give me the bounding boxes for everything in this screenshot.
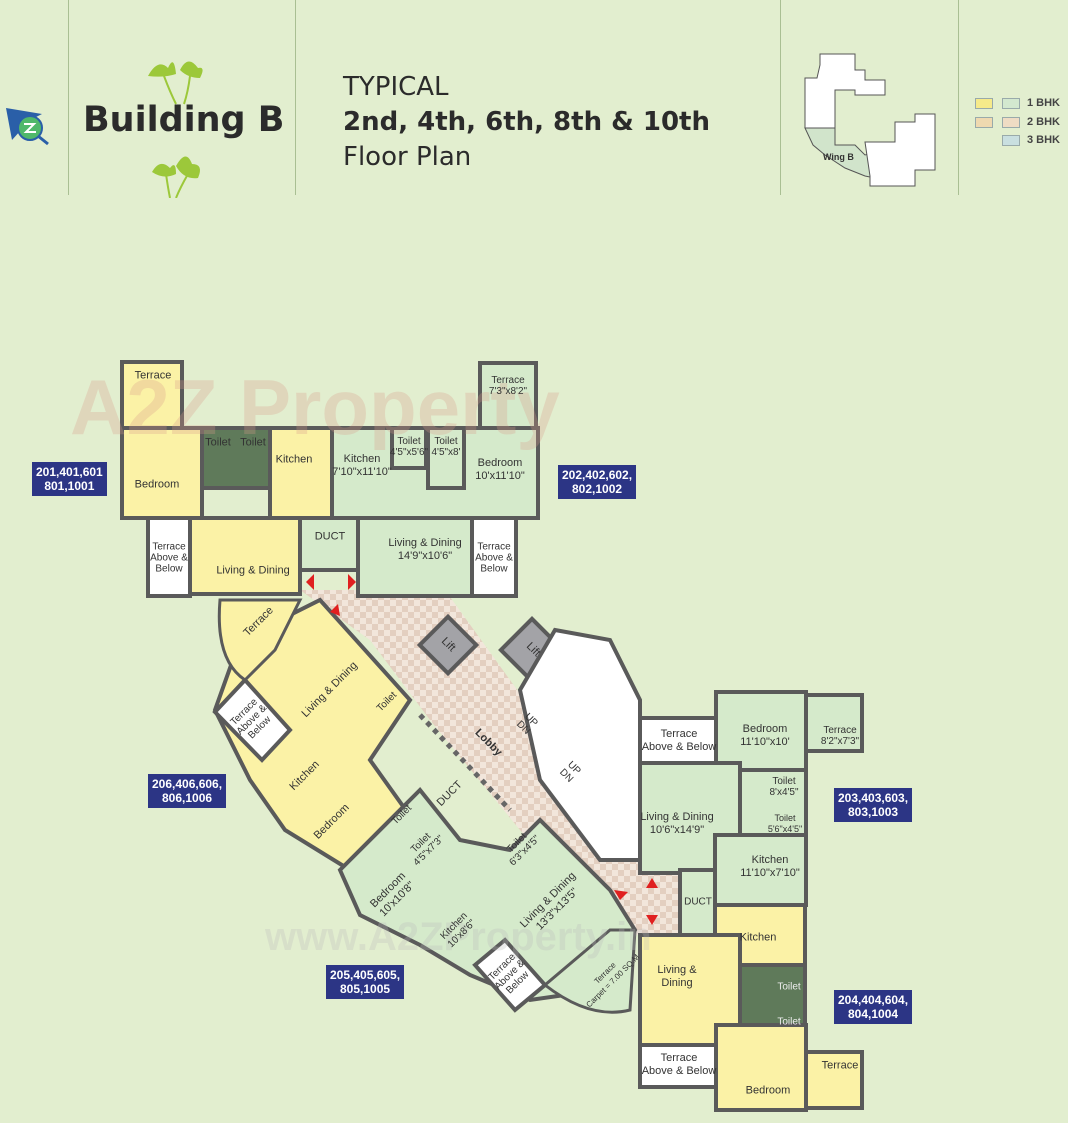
duct-label: DUCT [684,896,712,908]
room-label: Toilet 4'5"x5'6" [389,436,429,458]
room-label: Kitchen 7'10"x11'10" [332,453,392,478]
lobby-floor [300,590,680,935]
divider [780,0,781,195]
unit-201-living [188,516,302,596]
room-label: Bedroom 10'x11'10" [475,457,525,482]
room-label: Toilet 4'5"x8' [431,436,461,458]
subtitle-floor-plan: Floor Plan [343,142,472,172]
divider [295,0,296,195]
room-label: Terrace Above & Below [641,728,717,753]
subtitle-floors: 2nd, 4th, 6th, 8th & 10th [343,107,710,137]
duct-top [298,516,360,572]
room-label: Living & Dining [216,564,290,577]
room-label: Bedroom 11'10"x10' [740,723,790,748]
unit-204-terrace-above-below [638,1043,718,1089]
compass-north-icon [6,108,49,146]
unit-202-toilet2 [426,426,466,490]
room-label: Terrace [134,369,172,382]
room-label: Terrace Above & Below [641,1052,717,1077]
room-label: Toilet [777,981,801,993]
legend-swatch [1002,117,1020,128]
lobby-dotted-line [418,713,512,812]
unit-202-terrace [478,361,538,430]
room-label: Bedroom [745,1084,791,1097]
legend-swatch [975,98,993,109]
room-label: Kitchen 11'10"x7'10" [740,854,800,879]
room-label: Living & Dining [657,964,697,989]
room-label: Toilet [240,436,266,449]
unit-flag-203: 203,403,603, 803,1003 [834,788,913,822]
room-label: Terrace 7'3"x8'2" [488,375,528,397]
leaf-ornament-icon [148,61,203,198]
unit-202-terrace-above-below [470,516,518,598]
room-label: Terrace Above & Below [150,541,188,575]
room-label: Terrace Above & Below [475,541,513,575]
unit-206-terrace-above-below [212,677,293,763]
legend-label-1bhk: 1 BHK [1027,97,1061,109]
room-label: Toilet 5'6"x4'5" [767,813,803,834]
room-label: Bedroom [134,478,180,491]
legend-swatch [975,117,993,128]
staircase [517,627,642,862]
room-label: Toilet 8'x4'5" [769,776,799,798]
unit-204-terrace [804,1050,864,1110]
room-label: Terrace [821,1059,859,1072]
key-plan: Wing B [804,53,936,187]
divider [958,0,959,195]
page-title: Building B [83,100,285,140]
unit-203-terrace [804,693,864,753]
unit-flag-202: 202,402,602, 802,1002 [558,465,637,499]
room-label: Toilet [777,1016,801,1028]
unit-201-terrace-above-below [146,516,192,598]
unit-201-bedroom [120,426,204,520]
unit-206-curved-terrace [217,598,303,682]
duct-label: DUCT [314,530,346,543]
room-label: Toilet [205,436,231,449]
entry-arrows [306,574,658,925]
unit-205-curved-terrace [542,928,637,1014]
legend-swatch [1002,135,1020,146]
subtitle-typical: TYPICAL [343,72,449,102]
unit-flag-205: 205,405,605, 805,1005 [326,965,405,999]
unit-203-wet [738,768,808,837]
unit-201-toilets [200,426,272,490]
lift-1 [416,613,480,677]
legend-swatch [1002,98,1020,109]
unit-flag-206: 206,406,606, 806,1006 [148,774,227,808]
legend-label-3bhk: 3 BHK [1027,134,1061,146]
legend-label-2bhk: 2 BHK [1027,116,1061,128]
divider [68,0,69,195]
unit-204-toilets [738,963,807,1027]
room-label: Kitchen [739,931,777,944]
room-label: Kitchen [275,453,313,466]
room-label: Living & Dining 10'6"x14'9" [640,811,714,836]
key-plan-wing-label: Wing B [823,152,854,162]
unit-flag-201: 201,401,601 801,1001 [32,462,107,496]
room-label: Living & Dining 14'9"x10'6" [388,537,462,562]
room-label: Terrace 8'2"x7'3" [820,725,860,747]
unit-flag-204: 204,404,604, 804,1004 [834,990,913,1024]
unit-201-kitchen [268,426,334,520]
